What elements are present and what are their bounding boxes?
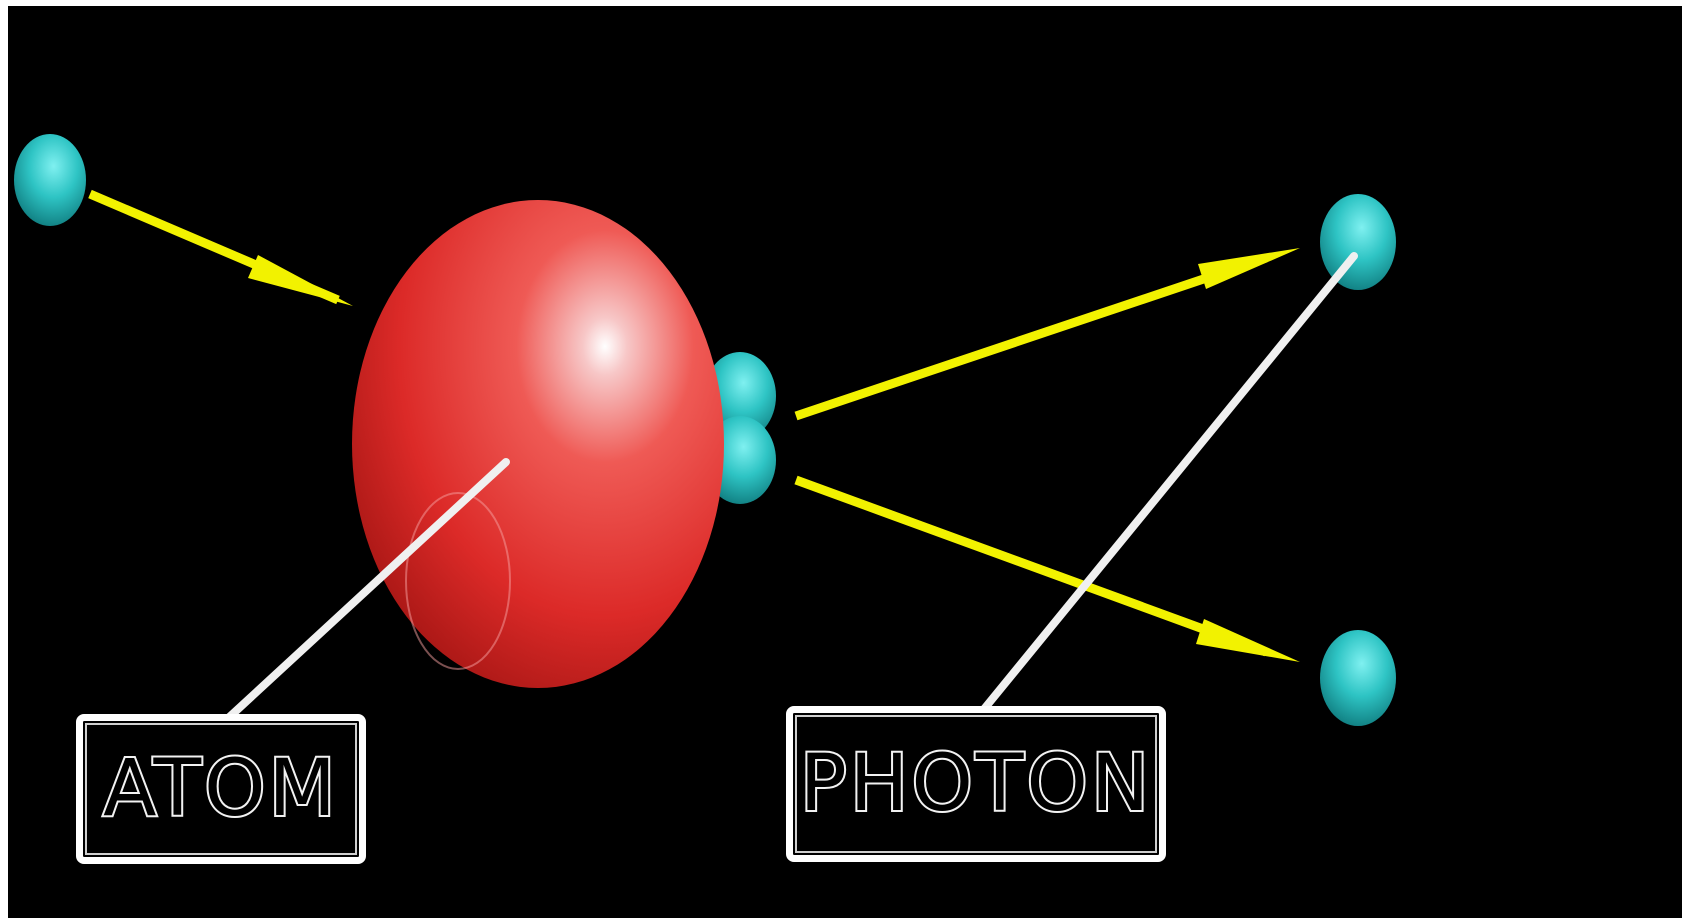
incoming-photon — [14, 134, 86, 226]
diagram-frame: ATOM PHOTON — [8, 6, 1682, 918]
incoming-arrow — [88, 189, 353, 306]
atom-photon-diagram — [14, 134, 1396, 726]
outgoing-arrow-upper — [794, 248, 1300, 421]
atom-sphere — [352, 200, 724, 688]
photon-label-box: PHOTON — [786, 706, 1166, 862]
emitted-photon-upper — [1320, 194, 1396, 290]
atom-inner-ring — [405, 492, 511, 670]
emitted-photon-lower — [1320, 630, 1396, 726]
atom-label: ATOM — [101, 744, 339, 834]
photon-label: PHOTON — [798, 739, 1153, 829]
atom-pointer-line — [220, 458, 510, 726]
photon-pointer-line — [976, 252, 1358, 718]
atom-label-box: ATOM — [76, 714, 366, 864]
outgoing-arrow-lower — [794, 475, 1300, 662]
